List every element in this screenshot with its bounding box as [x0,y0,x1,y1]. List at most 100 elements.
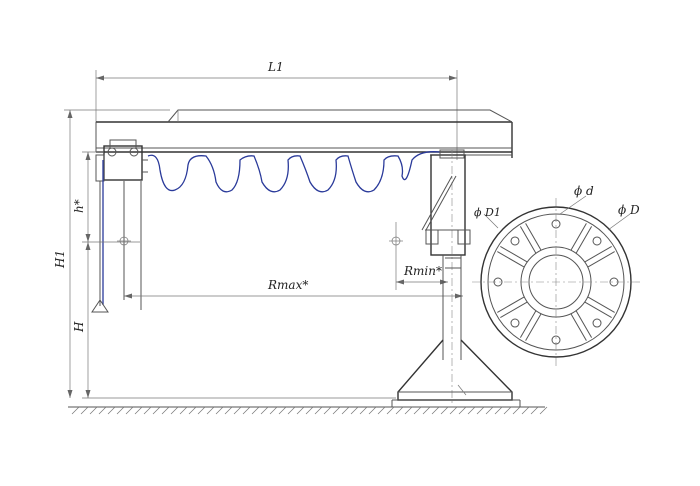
ground-hatch-line [485,406,494,415]
flange-rib [500,301,528,319]
ground-hatch-line [287,406,296,415]
label-h1: H1 [53,250,67,269]
dimension-h: H [72,242,396,399]
ground-hatch-line [296,406,305,415]
flange-bolt-hole [592,318,602,328]
flange-bolt-hole [493,277,503,287]
flange-bolt-hole [551,335,561,345]
ground-hatch-line [467,406,476,415]
label-h: H [72,321,86,333]
ground-hatch-line [98,406,107,415]
ground-hatch-line [332,406,341,415]
ground-hatch-line [494,406,503,415]
ground-hatch-line [89,406,98,415]
flange-rib [570,223,587,251]
ground-hatch-line [341,406,350,415]
ground-hatch-line [134,406,143,415]
dimension-h1: H1 [53,109,170,398]
dimension-phi-d: ϕ d [559,184,594,215]
ground-hatch-line [431,406,440,415]
ground-hatch-line [404,406,413,415]
label-phi-d1: ϕ D1 [474,206,501,219]
flange-bolt-hole [510,236,520,246]
dimension-l1: L1 [95,60,458,160]
flange-rib [525,313,542,341]
flange-bolt-hole [609,277,619,287]
jib-boom [95,109,513,158]
column-base [391,339,521,407]
dimension-rmax: Rmax* [124,278,463,299]
ground-hatch-line [179,406,188,415]
ground-hatch-line [413,406,422,415]
ground-hatch-line [377,406,386,415]
flange-rib [584,245,612,263]
ground-hatch-line [188,406,197,415]
hoist-trolley [95,139,148,182]
ground-hatch-line [224,406,233,415]
label-l1: L1 [267,60,284,74]
ground-hatch-line [359,406,368,415]
dimension-h-star: h* [72,151,140,243]
flange-rib [519,226,537,254]
ground-hatch-line [251,406,260,415]
label-phi-d: ϕ d [574,184,594,198]
ground-hatch-line [215,406,224,415]
ground-hatch-line [206,406,215,415]
ground-hatch-line [107,406,116,415]
label-rmax: Rmax* [267,278,308,292]
ground-hatch-line [521,406,530,415]
ground-hatch-line [422,406,431,415]
ground-hatch-line [233,406,242,415]
dimension-phi-d1: ϕ D1 [474,206,501,229]
ground-hatch-line [530,406,539,415]
flange-rib [570,313,587,341]
ground-hatch-line [80,406,89,415]
ground-hatch-line [395,406,404,415]
ground-hatch-line [170,406,179,415]
flange-rib [587,296,615,313]
ground-hatch-line [278,406,287,415]
hook-line [91,160,142,313]
ground-hatch-line [305,406,314,415]
ground-hatch-line [116,406,125,415]
label-h-star: h* [72,199,86,213]
ground-hatch-line [449,406,458,415]
flange-bolt-hole [592,236,602,246]
column [421,149,471,405]
ground-hatch-line [143,406,152,415]
ground-hatch-line [125,406,134,415]
flange-rib [575,310,593,338]
ground-hatch-line [242,406,251,415]
flange-rib [587,251,615,268]
flange-bolt-hole [510,318,520,328]
ground-hatch-line [440,406,449,415]
ground-hatch-line [503,406,512,415]
flange-rib [519,310,537,338]
dimension-rmin: Rmin* [389,222,448,290]
festoon-cable [147,151,441,193]
ground-hatch-line [539,406,548,415]
ground-hatch-line [71,406,80,415]
ground-hatch-line [476,406,485,415]
flange-rib [500,245,528,263]
ground-hatch-line [161,406,170,415]
ground-hatch-line [260,406,269,415]
ground-hatch-line [323,406,332,415]
dimension-phi-big-d: ϕ D [607,203,640,231]
label-rmin: Rmin* [403,264,442,278]
ground-hatch-line [269,406,278,415]
ground-hatch-line [368,406,377,415]
ground-hatch-line [512,406,521,415]
ground-hatch-line [314,406,323,415]
ground-hatch-line [350,406,359,415]
flange-bolt-hole [551,219,561,229]
flange-rib [575,226,593,254]
flange-rib [497,296,525,313]
ground [68,406,548,415]
flange-rib [584,301,612,319]
flange-plan-view [472,198,640,366]
flange-rib [497,251,525,268]
label-phi-big-d: ϕ D [618,203,640,217]
ground-hatch-line [152,406,161,415]
